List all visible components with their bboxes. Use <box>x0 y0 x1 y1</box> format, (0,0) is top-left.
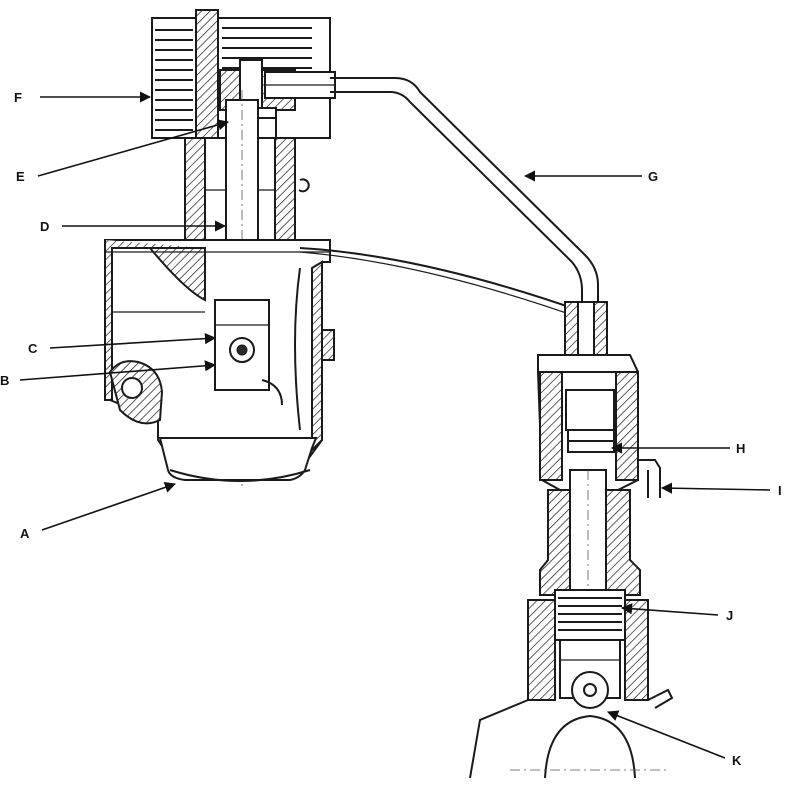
leader-c <box>49 333 217 349</box>
leader-b <box>19 360 217 381</box>
label-f: F <box>14 90 22 105</box>
right-spring-coils <box>222 27 312 69</box>
label-d: D <box>40 219 49 234</box>
leader-j <box>620 603 719 616</box>
plunger-barrel <box>539 469 641 601</box>
label-g: G <box>648 169 658 184</box>
label-a: A <box>20 526 30 541</box>
cam-follower <box>214 299 283 406</box>
left-spring-coils <box>155 29 193 131</box>
plunger-spring <box>554 589 626 641</box>
leader-k <box>606 710 726 759</box>
leader-i <box>660 482 771 494</box>
label-k: K <box>732 753 742 768</box>
label-h: H <box>736 441 745 456</box>
label-j: J <box>726 608 733 623</box>
leader-e <box>37 119 230 177</box>
tappet-housing <box>469 599 674 779</box>
cam-lobe <box>544 714 636 779</box>
label-i: I <box>778 483 782 498</box>
label-e: E <box>16 169 25 184</box>
high-pressure-pipe <box>299 77 599 317</box>
tappet-roller <box>559 639 621 709</box>
pump-assembly <box>469 301 674 779</box>
valve-head <box>158 437 318 482</box>
valve-assembly <box>103 9 336 490</box>
label-b: B <box>0 373 9 388</box>
label-c: C <box>28 341 38 356</box>
leader-a <box>41 482 177 531</box>
callouts: F E D C B A G H I J K <box>0 90 782 768</box>
